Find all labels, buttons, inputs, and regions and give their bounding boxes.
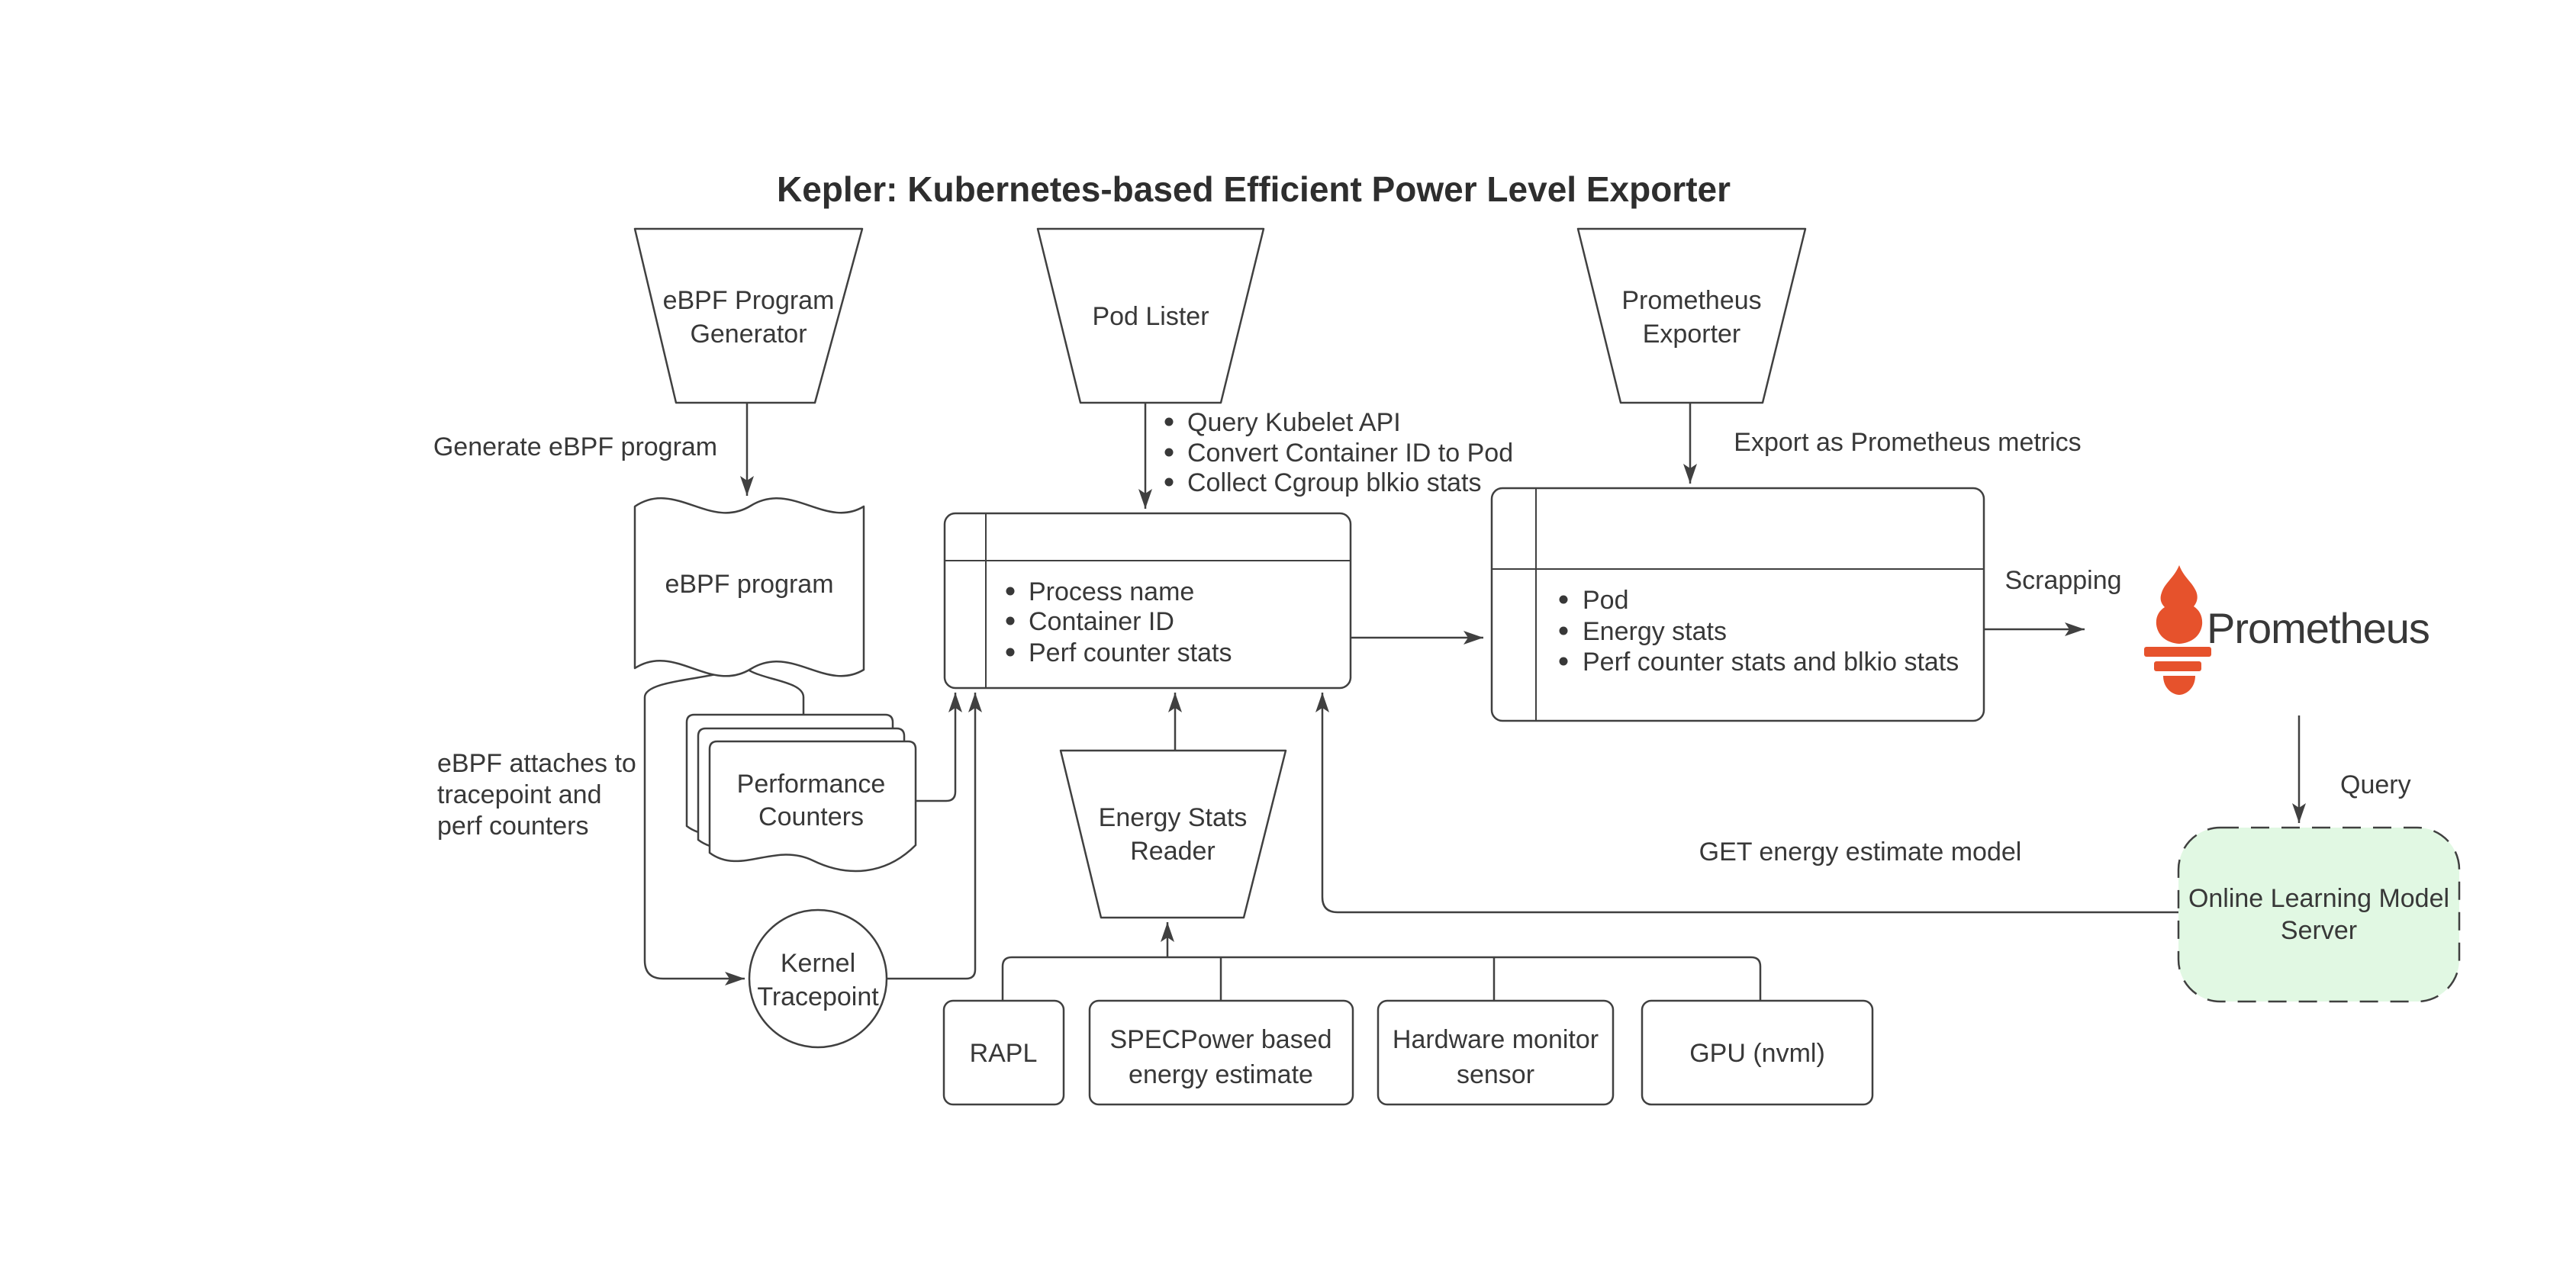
label-export-as-prometheus-metrics: Export as Prometheus metrics [1734,428,2081,457]
node-label: Prometheus [1621,286,1761,315]
bullet-dot [1006,616,1015,625]
label-scrapping: Scrapping [2004,566,2121,595]
node-label: eBPF program [665,570,833,599]
trapezoid-shape [1036,227,1265,404]
node-specpower: SPECPower based energy estimate [1088,999,1354,1106]
label-query-kubelet-api: Query Kubelet API [1187,408,1401,437]
list-item: Perf counter stats [1029,638,1232,667]
diagram-title: Kepler: Kubernetes-based Efficient Power… [777,169,1731,209]
bullet-dot [1164,448,1174,457]
label-get-energy-estimate-model: GET energy estimate model [1699,838,2022,866]
node-label: RAPL [970,1039,1038,1068]
edge-sensor-trunk [1001,956,1762,1001]
trapezoid-shape [1059,749,1287,919]
node-label: Reader [1130,837,1216,866]
label-collect-cgroup-blkio: Collect Cgroup blkio stats [1187,468,1482,497]
bullet-dot [1006,587,1015,596]
node-ebpf-program-generator: eBPF Program Generator [633,227,864,404]
node-pod-lister: Pod Lister [1036,227,1265,404]
list-item: Process name [1029,577,1194,606]
bullet-dot [1559,626,1568,635]
edge-model-server-to-process-store [1315,693,2178,914]
label-ebpf-attaches-1: eBPF attaches to [437,749,636,778]
node-label: Online Learning Model [2188,884,2449,913]
bullet-dot [1164,477,1174,487]
node-gpu-nvml: GPU (nvml) [1641,999,1874,1106]
node-label: eBPF Program [663,286,835,315]
node-label: Energy Stats [1099,803,1248,832]
label-ebpf-attaches-3: perf counters [437,812,588,841]
node-label: Server [2281,916,2357,945]
torch-base [2163,676,2195,695]
document-shape-front [708,740,917,873]
bullet-dot [1559,595,1568,604]
label-query: Query [2340,770,2411,799]
node-ebpf-program-document: eBPF program [633,497,865,677]
node-label: energy estimate [1129,1060,1313,1089]
node-prometheus-exporter: Prometheus Exporter [1576,227,1807,404]
node-label: Tracepoint [757,982,879,1011]
list-item: Pod [1583,586,1629,615]
node-kernel-tracepoint: Kernel Tracepoint [748,908,888,1049]
node-rapl: RAPL [942,999,1065,1106]
internal-storage-shape [1490,487,1985,722]
circle-shape [748,908,888,1049]
bullet-dot [1164,417,1174,426]
node-energy-stats-reader: Energy Stats Reader [1059,749,1287,919]
torch-bar-top [2144,647,2211,657]
node-label: Hardware monitor [1393,1025,1599,1054]
edge-labels: Generate eBPF program Query Kubelet API … [433,408,2411,866]
node-label: Performance [737,770,886,799]
prometheus-logo: Prometheus [2144,565,2430,695]
internal-storage-shape [943,512,1352,690]
node-label: Counters [758,802,864,831]
trapezoid-shape [633,227,864,404]
trapezoid-shape [1576,227,1807,404]
bullet-dot [1559,657,1568,666]
label-generate-ebpf-program: Generate eBPF program [433,432,717,461]
node-process-store: Process name Container ID Perf counter s… [943,512,1352,690]
node-label: Generator [690,320,807,349]
label-convert-container-id: Convert Container ID to Pod [1187,439,1513,468]
node-label: SPECPower based [1109,1025,1331,1054]
node-hardware-monitor-sensor: Hardware monitor sensor [1377,999,1615,1106]
rounded-rect-shape [1377,999,1615,1106]
node-label: GPU (nvml) [1689,1039,1825,1068]
node-online-learning-model-server: Online Learning Model Server [2177,826,2461,1003]
rounded-rect-shape [1088,999,1354,1106]
dashed-rounded-rect-shape [2177,826,2461,1003]
bullet-dot [1006,648,1015,657]
list-item: Energy stats [1583,617,1727,646]
torch-bar-bottom [2154,661,2201,671]
list-item: Container ID [1029,607,1174,636]
node-label: sensor [1457,1060,1534,1089]
node-label: Exporter [1643,320,1741,349]
label-ebpf-attaches-2: tracepoint and [437,780,602,809]
edge-perf-counters-to-process-store [916,693,962,802]
edge-tracepoint-to-process-store [887,693,982,980]
list-item: Perf counter stats and blkio stats [1583,648,1959,677]
flame-path [2156,565,2203,644]
rounded-rect-shape [942,999,1065,1106]
node-label: Kernel [781,949,855,978]
node-pod-store: Pod Energy stats Perf counter stats and … [1490,487,1985,722]
prometheus-wordmark: Prometheus [2207,604,2429,652]
document-shape [633,497,865,677]
prometheus-flame-icon [2144,565,2211,695]
node-label: Pod Lister [1092,302,1209,331]
node-performance-counters: Performance Counters [685,713,917,873]
rounded-rect-shape [1641,999,1874,1106]
